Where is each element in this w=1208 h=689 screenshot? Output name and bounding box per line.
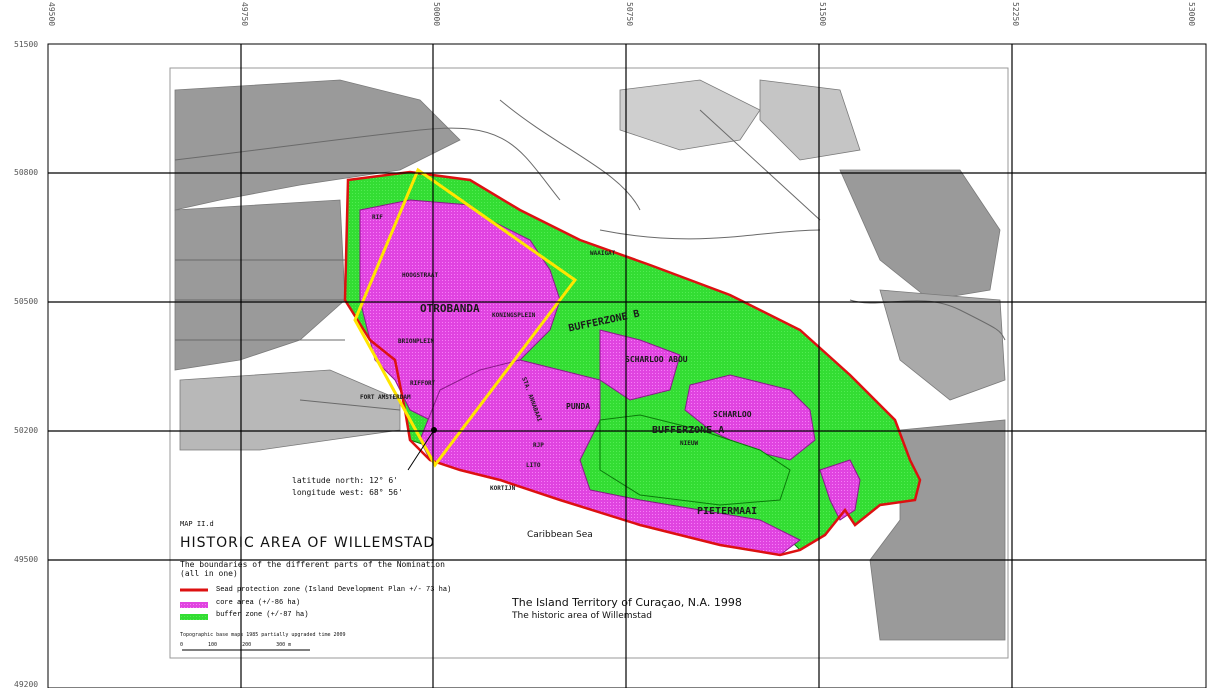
legend-note: Topographic base maps 1985 partially upg… [180, 632, 346, 638]
label-otrobanda: OTROBANDA [420, 302, 480, 315]
scale-label-1: 100 [208, 642, 218, 648]
legend-label-protection: Sead protection zone (Island Development… [216, 586, 452, 594]
scale-labels: 0 100 200 300 m [180, 642, 291, 648]
legend-label-buffer: buffer zone (+/-87 ha) [216, 611, 309, 619]
legend-label-core: core area (+/-86 ha) [216, 599, 301, 607]
grid-label-left-5: 49500 [14, 555, 39, 564]
grid-label-left-1: 51500 [14, 40, 39, 49]
credit-line-1: The Island Territory of Curaçao, N.A. 19… [512, 596, 742, 609]
map-grid [48, 44, 1206, 688]
map-title: HISTORIC AREA OF WILLEMSTAD [180, 535, 436, 551]
legend-item-protection: Sead protection zone (Island Development… [216, 585, 451, 595]
grid-label-left-3: 50500 [14, 297, 39, 306]
map-description: The boundaries of the different parts of… [180, 560, 445, 578]
legend-green-swatch [180, 614, 208, 620]
scale-label-2: 200 [242, 642, 252, 648]
nomination-outline [353, 167, 578, 468]
label-fort-amsterdam: FORT AMSTERDAM [360, 394, 411, 401]
grid-label-top-7: 53000 [1187, 2, 1196, 27]
label-scharloo: SCHARLOO [713, 410, 752, 419]
grid-label-top-6: 52250 [1011, 2, 1020, 27]
label-rif: RIF [372, 214, 383, 221]
label-lito: LITO [526, 462, 541, 469]
label-waaigat: WAAIGAT [590, 250, 616, 257]
scale-label-3: 300 m [276, 642, 292, 648]
inner-map-frame [169, 67, 1009, 659]
grid-label-top-5: 51500 [818, 2, 827, 27]
coordinate-leader [407, 429, 435, 471]
grid-label-top-4: 50750 [625, 2, 634, 27]
grid-label-left-4: 50200 [14, 426, 39, 435]
credit-line-2: The historic area of Willemstad [512, 611, 652, 621]
label-brionplein: BRIONPLEIN [398, 338, 435, 345]
label-pietermaai: PIETERMAAI [697, 506, 758, 517]
buffer-zone-a-core [599, 414, 791, 506]
label-nieuw: NIEUW [680, 440, 699, 447]
legend-item-core: core area (+/-86 ha) [216, 598, 300, 608]
label-koningsplein: KONINGSPLEIN [492, 312, 536, 319]
label-hoogstraat: HOOGSTRAAT [402, 272, 439, 279]
grid-label-top-3: 50000 [432, 2, 441, 27]
label-punda: PUNDA [566, 402, 591, 411]
sea-label: Caribbean Sea [527, 530, 593, 540]
grid-label-top-1: 49500 [47, 2, 56, 27]
label-kortijn: KORTIJN [490, 485, 516, 492]
label-scharloo-abou: SCHARLOO ABOU [625, 355, 688, 364]
grid-label-left-6: 49200 [14, 680, 39, 689]
map-number: MAP II.d [180, 520, 214, 528]
topographic-background [174, 79, 1006, 641]
label-rjp: RJP [533, 442, 544, 449]
topographic-lines [174, 99, 1006, 411]
latitude-label: latitude north: 12° 6' [292, 476, 398, 485]
label-buffer-a: BUFFERZONE A [652, 425, 725, 436]
scale-label-0: 0 [180, 642, 184, 648]
legend-item-buffer: buffer zone (+/-87 ha) [216, 610, 308, 620]
protection-zone-boundary [343, 170, 922, 557]
grid-label-left-2: 50800 [14, 168, 39, 177]
grid-label-top-2: 49750 [240, 2, 249, 27]
longitude-label: longitude west: 68° 56' [292, 488, 403, 497]
label-riffort: RIFFORT [410, 380, 436, 387]
legend-magenta-swatch [180, 602, 208, 608]
